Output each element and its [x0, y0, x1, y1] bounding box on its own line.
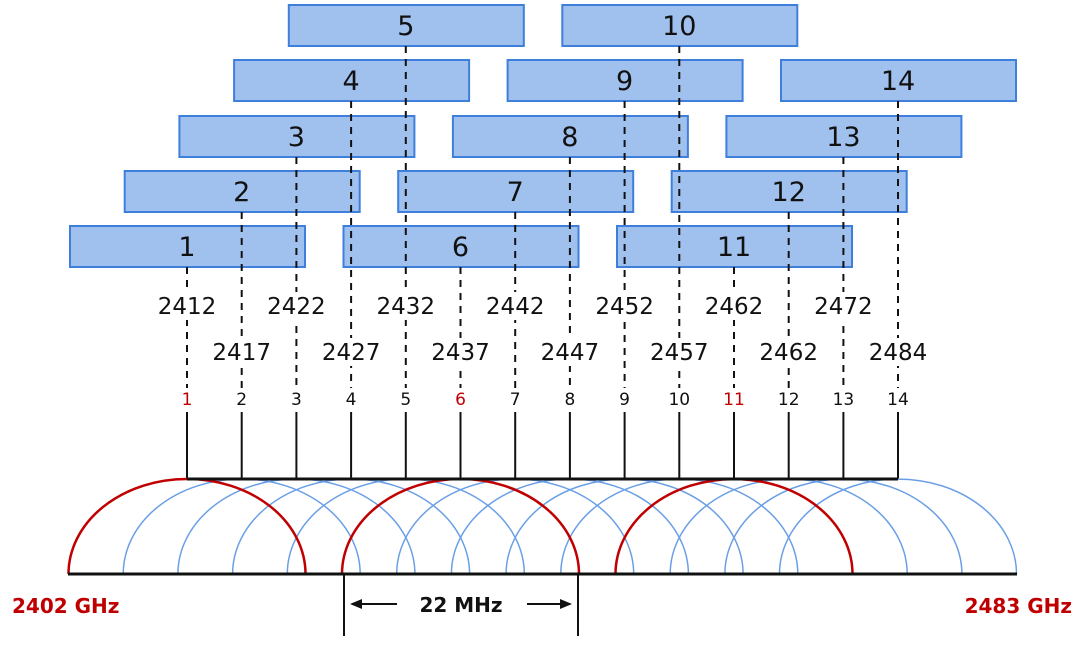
channel-frequency: 2462 — [759, 340, 818, 366]
channel-frequency: 2432 — [377, 294, 436, 320]
channel-box-14 — [780, 59, 1017, 102]
channel-number: 5 — [400, 390, 411, 410]
channel-spectrum-arc — [778, 478, 1018, 575]
channel-box-label: 1 — [178, 232, 195, 263]
channel-frequency: 2457 — [650, 340, 709, 366]
channel-box-label: 14 — [881, 66, 915, 97]
channel-box-label: 6 — [452, 232, 469, 263]
channel-box-2 — [123, 170, 361, 213]
channel-box-label: 3 — [288, 122, 305, 153]
channel-box-label: 10 — [662, 11, 696, 42]
channel-frequency: 2422 — [267, 294, 326, 320]
channel-spectrum-arc — [450, 478, 690, 575]
channel-box-12 — [670, 170, 908, 213]
channel-box-label: 8 — [561, 122, 578, 153]
channel-number: 9 — [619, 390, 630, 410]
channel-number: 7 — [510, 390, 521, 410]
channel-spectrum-arc — [614, 477, 854, 575]
channel-box-11 — [616, 225, 853, 268]
channel-box-label: 5 — [397, 11, 414, 42]
channel-frequency: 2462 — [705, 294, 764, 320]
channel-frequency: 2427 — [322, 340, 381, 366]
channel-spectrum-arc — [505, 478, 744, 575]
channel-box-label: 4 — [343, 66, 360, 97]
channel-spectrum-arc — [231, 478, 471, 575]
channel-spectrum-arc — [177, 478, 416, 575]
channel-spectrum-arc — [560, 478, 799, 575]
channel-number: 14 — [887, 390, 909, 410]
channel-number: 1 — [182, 390, 193, 410]
channel-box-label: 7 — [507, 177, 524, 208]
channel-box-6 — [342, 225, 580, 268]
channel-spectrum-arc — [669, 478, 908, 575]
channel-number: 2 — [236, 390, 247, 410]
channel-spectrum-arc — [395, 478, 635, 575]
channel-frequency: 2417 — [212, 340, 271, 366]
channel-box-10 — [561, 4, 799, 47]
channel-spectrum-arc — [724, 478, 963, 575]
channel-number: 4 — [346, 390, 357, 410]
channel-number: 3 — [291, 390, 302, 410]
channel-box-label: 11 — [717, 232, 751, 263]
channel-number: 6 — [455, 390, 466, 410]
channel-spectrum-arc — [122, 478, 361, 575]
bandwidth-label: 22 MHz — [419, 593, 502, 617]
channel-box-label: 13 — [826, 122, 860, 153]
channel-frequency: 2472 — [814, 294, 873, 320]
channel-frequency: 2412 — [158, 294, 217, 320]
channel-number: 8 — [564, 390, 575, 410]
channel-box-4 — [233, 59, 471, 102]
channel-box-label: 9 — [616, 66, 633, 97]
channel-number: 11 — [723, 390, 745, 410]
channel-spectrum-arc — [340, 477, 581, 575]
channel-frequency: 2484 — [869, 340, 928, 366]
band-end-label: 2483 GHz — [965, 594, 1072, 618]
channel-box-label: 2 — [233, 177, 250, 208]
channel-frequency: 2437 — [431, 340, 490, 366]
channel-frequency: 2442 — [486, 294, 545, 320]
channel-box-label: 12 — [772, 177, 806, 208]
channel-box-8 — [451, 115, 689, 158]
channel-spectrum-arc — [67, 477, 307, 575]
channel-frequency: 2452 — [595, 294, 654, 320]
channel-number: 10 — [668, 390, 690, 410]
band-start-label: 2402 GHz — [12, 594, 119, 618]
channel-frequency: 2447 — [541, 340, 600, 366]
channel-number: 12 — [778, 390, 800, 410]
bandwidth-bracket: 22 MHz — [343, 574, 579, 636]
channel-box-1 — [69, 225, 306, 268]
channel-number: 13 — [833, 390, 855, 410]
channel-spectrum-arc — [286, 478, 526, 575]
